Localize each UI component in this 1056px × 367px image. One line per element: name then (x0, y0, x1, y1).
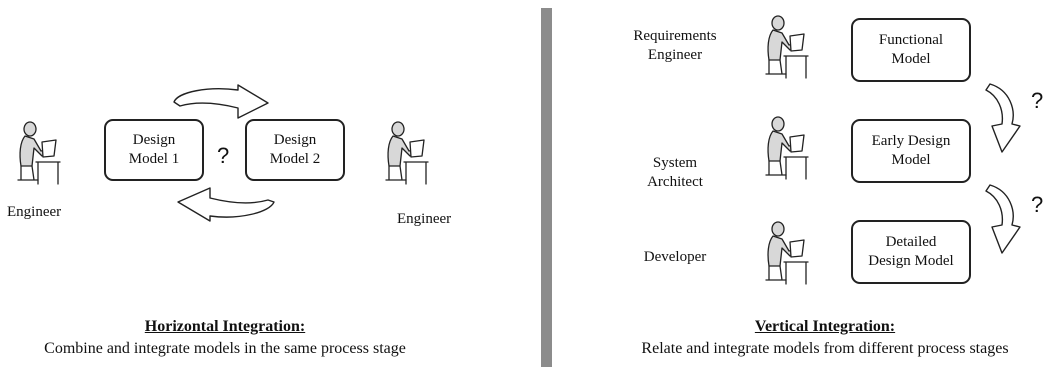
design-model-1-line2: Model 1 (128, 151, 180, 167)
curved-arrow-icon (985, 184, 1021, 254)
engineer-right-icon (385, 121, 429, 185)
design-model-2-line1: Design (273, 132, 317, 148)
role-label-system-architect: System Architect (647, 155, 703, 190)
role-label-developer: Developer (643, 249, 707, 265)
question-mark-horizontal: ? (217, 143, 230, 168)
vertical-integration-caption: Relate and integrate models from differe… (641, 340, 1009, 357)
engineer-left-icon (17, 121, 61, 185)
requirements-engineer-icon (765, 15, 809, 79)
developer-icon (765, 221, 809, 285)
section-divider (541, 8, 552, 367)
design-model-2-box: Design Model 2 (245, 119, 345, 181)
early-design-model-box: Early Design Model (851, 119, 971, 183)
curved-arrow-icon (985, 83, 1021, 153)
engineer-right-label: Engineer (397, 211, 452, 227)
question-mark-vertical-2: ? (1031, 192, 1044, 217)
design-model-1-line1: Design (132, 132, 176, 148)
horizontal-integration-heading: Horizontal Integration: (144, 318, 306, 335)
system-architect-icon (765, 116, 809, 180)
design-model-1-box: Design Model 1 (104, 119, 204, 181)
engineer-left-label: Engineer (7, 204, 62, 220)
curved-arrow-icon (173, 84, 269, 119)
role-label-requirements-engineer: Requirements Engineer (633, 28, 717, 63)
question-mark-vertical-1: ? (1031, 88, 1044, 113)
curved-arrow-icon (177, 187, 275, 222)
horizontal-integration-caption: Combine and integrate models in the same… (44, 340, 406, 357)
vertical-integration-heading: Vertical Integration: (754, 318, 896, 335)
design-model-2-line2: Model 2 (269, 151, 321, 167)
functional-model-box: Functional Model (851, 18, 971, 82)
detailed-design-model-box: Detailed Design Model (851, 220, 971, 284)
